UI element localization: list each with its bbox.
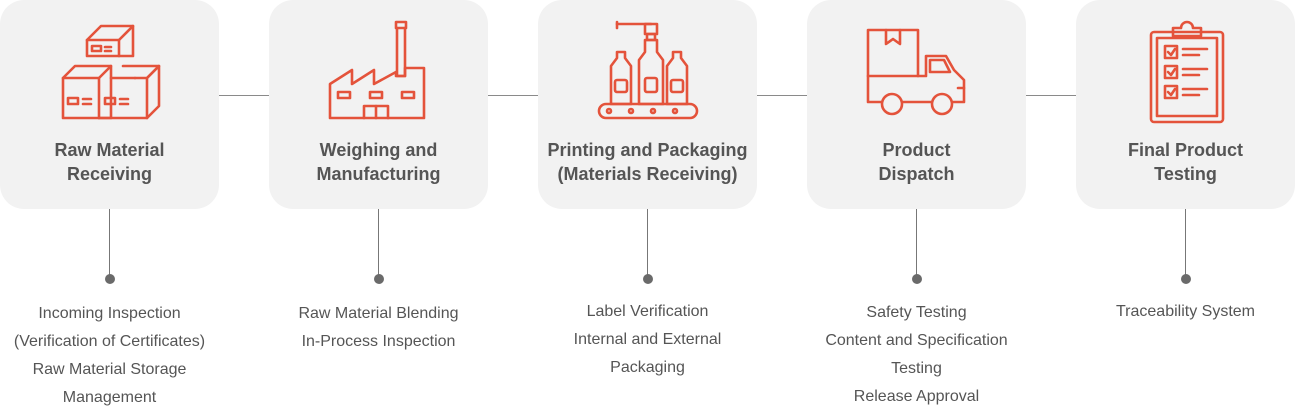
stage-title-line: Raw Material xyxy=(54,140,165,160)
stage-details: Safety Testing Content and Specification… xyxy=(787,299,1046,411)
stage-title-line: Testing xyxy=(1154,164,1217,184)
stage-stem-line xyxy=(378,209,379,279)
stage-card: Printing and Packaging (Materials Receiv… xyxy=(538,0,757,209)
detail-item: Safety Testing xyxy=(866,304,967,321)
stage-card: Product Dispatch xyxy=(807,0,1026,209)
stage-stem-line xyxy=(916,209,917,279)
detail-item: (Verification of Certificates) xyxy=(13,333,206,350)
clipboard-checklist-icon xyxy=(1131,20,1241,124)
detail-item: Raw Material Storage xyxy=(32,361,187,378)
delivery-truck-icon xyxy=(862,20,972,124)
connector-line-4 xyxy=(1026,95,1076,96)
stage-dot xyxy=(374,274,384,284)
detail-item: Internal and External xyxy=(573,331,722,348)
stage-title: Printing and Packaging (Materials Receiv… xyxy=(538,138,757,186)
stage-title-line: Dispatch xyxy=(878,164,955,184)
detail-item: Release Approval xyxy=(853,388,980,405)
stage-title-line: Weighing and xyxy=(319,140,438,160)
detail-item: In-Process Inspection xyxy=(301,333,456,350)
stage-title-line: Product xyxy=(882,140,951,160)
stage-title-line: Manufacturing xyxy=(316,164,441,184)
connector-line-1 xyxy=(219,95,269,96)
stage-dot xyxy=(1181,274,1191,284)
stage-weighing-manufacturing: Weighing and Manufacturing Raw Material … xyxy=(269,0,488,409)
detail-item: Testing xyxy=(891,360,942,377)
stage-details: Raw Material Blending In-Process Inspect… xyxy=(249,300,508,356)
stage-title-line: Receiving xyxy=(66,164,153,184)
detail-item: Raw Material Blending xyxy=(298,305,459,322)
detail-item: Content and Specification xyxy=(825,332,1008,349)
stage-title: Raw Material Receiving xyxy=(0,138,219,186)
stage-title: Product Dispatch xyxy=(807,138,1026,186)
detail-item: Management xyxy=(62,389,157,406)
detail-item: Traceability System xyxy=(1116,303,1255,320)
stage-raw-material-receiving: Raw Material Receiving Incoming Inspecti… xyxy=(0,0,219,409)
stage-details: Label Verification Internal and External… xyxy=(518,298,777,382)
stage-stem-line xyxy=(647,209,648,279)
stage-final-product-testing: Final Product Testing Traceability Syste… xyxy=(1076,0,1295,409)
detail-item: Packaging xyxy=(610,359,685,376)
stage-stem-line xyxy=(109,209,110,279)
detail-item: Incoming Inspection xyxy=(38,305,181,322)
connector-line-2 xyxy=(488,95,538,96)
stage-card: Final Product Testing xyxy=(1076,0,1295,209)
stage-details: Incoming Inspection (Verification of Cer… xyxy=(0,300,239,412)
connector-line-3 xyxy=(757,95,807,96)
stage-card: Weighing and Manufacturing xyxy=(269,0,488,209)
stage-dot xyxy=(912,274,922,284)
stage-title-line: (Materials Receiving) xyxy=(557,164,738,184)
stage-stem-line xyxy=(1185,209,1186,279)
factory-icon xyxy=(324,20,434,124)
bottle-conveyor-icon xyxy=(593,20,703,124)
stage-title: Final Product Testing xyxy=(1076,138,1295,186)
detail-item: Label Verification xyxy=(586,303,709,320)
stage-details: Traceability System xyxy=(1056,298,1295,326)
stage-printing-packaging: Printing and Packaging (Materials Receiv… xyxy=(538,0,757,409)
stage-title: Weighing and Manufacturing xyxy=(269,138,488,186)
stage-card: Raw Material Receiving xyxy=(0,0,219,209)
stage-dot xyxy=(105,274,115,284)
stage-product-dispatch: Product Dispatch Safety Testing Content … xyxy=(807,0,1026,409)
stage-title-line: Printing and Packaging xyxy=(547,140,748,160)
boxes-icon xyxy=(55,20,165,124)
stage-title-line: Final Product xyxy=(1127,140,1243,160)
stage-dot xyxy=(643,274,653,284)
